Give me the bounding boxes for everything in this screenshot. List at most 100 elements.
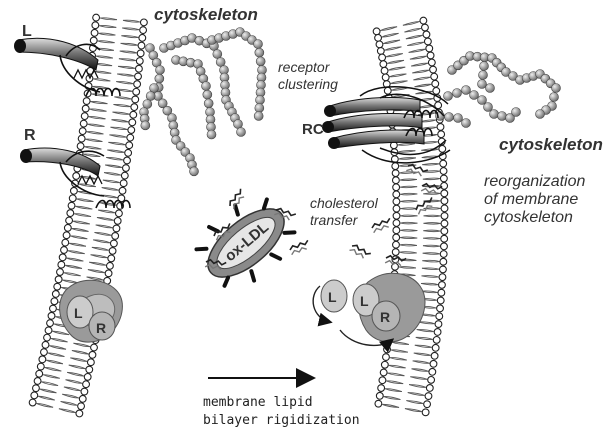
lipid-head <box>137 50 144 57</box>
lipid-head <box>91 344 98 351</box>
lipid-head <box>47 320 54 327</box>
ligand-L-label: L <box>22 23 32 40</box>
lipid-head <box>59 254 66 261</box>
lipid-head <box>71 187 78 194</box>
lipid-head <box>440 175 447 182</box>
lipid-tail <box>424 215 441 216</box>
lipid-head <box>441 228 448 235</box>
lipid-head <box>423 31 430 38</box>
lipid-head <box>437 297 444 304</box>
lipid-head <box>109 248 116 255</box>
lipid-tail <box>62 394 79 398</box>
actin-bead <box>150 84 159 93</box>
lipid-raft-right <box>313 273 425 345</box>
lipid-tail <box>70 358 87 362</box>
cholesterol-molecule <box>289 240 311 254</box>
lipid-head <box>377 48 384 55</box>
lipid-head <box>393 191 400 198</box>
actin-bead <box>155 74 164 83</box>
cholesterol-molecule <box>350 243 371 260</box>
lipid-tail <box>67 372 84 376</box>
lipid-head <box>440 251 447 258</box>
lipid-head <box>382 74 389 81</box>
lipid-head <box>31 392 38 399</box>
lipid-tail <box>383 40 400 44</box>
lipid-head <box>379 377 386 384</box>
lipid-head <box>89 351 96 358</box>
lipid-head <box>83 98 90 105</box>
lipid-head <box>438 131 445 138</box>
lipid-head <box>108 255 115 262</box>
lipid-head <box>440 168 447 175</box>
lipid-head <box>87 359 94 366</box>
lipid-head <box>105 270 112 277</box>
lipid-tail <box>61 401 78 405</box>
actin-bead <box>190 167 199 176</box>
lipid-head <box>66 217 73 224</box>
actin-bead <box>202 82 211 91</box>
lipid-head <box>441 205 448 212</box>
cytoskeleton-right-filaments <box>436 52 561 128</box>
actin-bead <box>256 57 265 66</box>
lipid-head <box>112 233 119 240</box>
lipid-tail <box>401 215 418 216</box>
actin-bead <box>143 100 152 109</box>
lipid-head <box>44 334 51 341</box>
lipid-tail <box>38 396 55 400</box>
lipid-head <box>61 247 68 254</box>
raft-right-L-outer: L <box>328 289 337 305</box>
lipid-head <box>136 65 143 72</box>
lipid-head <box>434 329 441 336</box>
lipid-head <box>110 240 117 247</box>
lipid-head <box>431 73 438 80</box>
cytoskeleton-label-left: cytoskeleton <box>154 5 258 24</box>
lipid-head <box>114 218 121 225</box>
actin-bead <box>490 110 499 119</box>
lipid-head <box>126 142 133 149</box>
lipid-head <box>91 29 98 36</box>
lipid-head <box>39 356 46 363</box>
lipid-head <box>380 61 387 68</box>
receptor-clustering-label-2: clustering <box>278 76 338 92</box>
lipid-tail <box>423 223 440 224</box>
actin-bead <box>146 92 155 101</box>
actin-bead <box>254 40 263 49</box>
actin-bead <box>550 93 559 102</box>
raft-left-R: R <box>96 320 106 336</box>
lipid-head <box>33 385 40 392</box>
lipid-head <box>107 262 114 269</box>
cytoskeleton-left-filaments <box>140 28 267 176</box>
lipid-head <box>121 172 128 179</box>
actin-bead <box>478 80 487 89</box>
lipid-head <box>128 127 135 134</box>
lipid-head <box>393 241 400 248</box>
lipid-head <box>432 344 439 351</box>
lipid-head <box>125 149 132 156</box>
lipid-head <box>136 58 143 65</box>
lipid-head <box>84 374 91 381</box>
actin-bead <box>536 110 545 119</box>
lipid-head <box>437 124 444 131</box>
receptor-R-label: R <box>24 127 36 144</box>
actin-bead <box>498 112 507 121</box>
lipid-head <box>375 34 382 41</box>
lipid-tail <box>403 22 420 26</box>
lipid-head <box>425 393 432 400</box>
actin-bead <box>207 130 216 139</box>
lipid-head <box>79 395 86 402</box>
lipid-head <box>81 388 88 395</box>
actin-bead <box>254 112 263 121</box>
lipid-head <box>63 232 70 239</box>
lipid-head <box>80 120 87 127</box>
lipid-tail <box>41 382 58 386</box>
lipid-tail <box>59 409 76 413</box>
lipid-head <box>36 370 43 377</box>
cholesterol-transfer-label-2: transfer <box>310 212 359 228</box>
lipid-head <box>378 385 385 392</box>
lipid-head <box>433 87 440 94</box>
lipid-head <box>441 197 448 204</box>
actin-bead <box>454 114 463 123</box>
lipid-head <box>45 327 52 334</box>
lipid-head <box>83 381 90 388</box>
lipid-head <box>37 363 44 370</box>
